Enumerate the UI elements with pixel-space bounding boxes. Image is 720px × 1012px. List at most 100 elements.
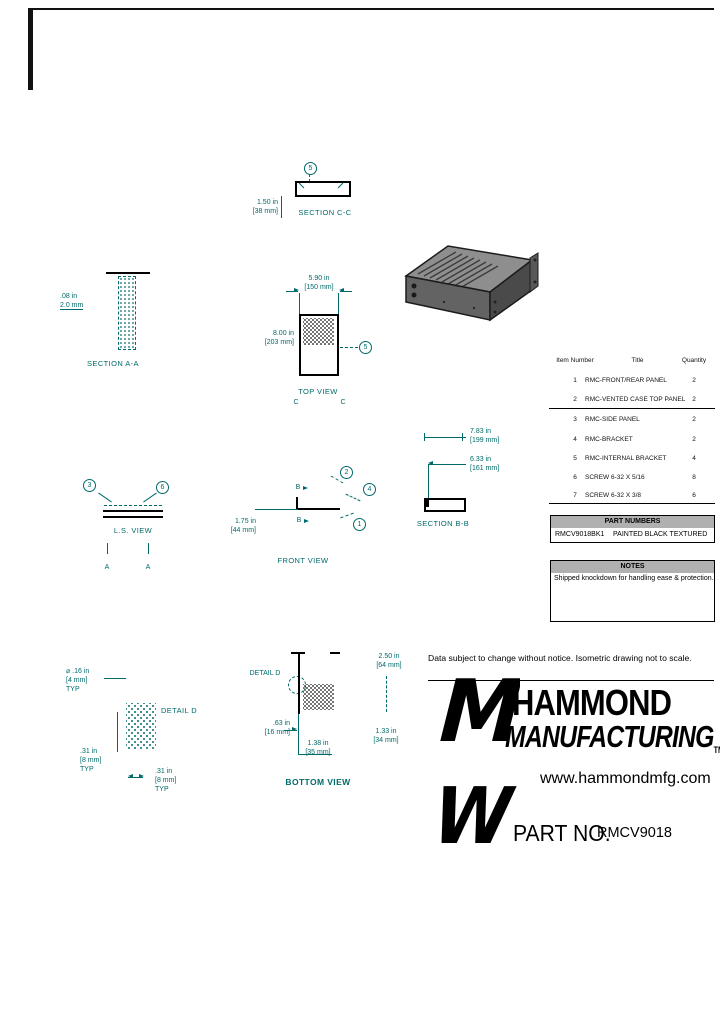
footer-divider (428, 680, 714, 681)
balloon-5: 5 (359, 341, 372, 354)
dim-detail-pitch-1: .31 in [8 mm] TYP (80, 748, 116, 774)
dim-detail-hole: ⌀ .16 in [4 mm] TYP (66, 668, 106, 694)
extension-line (298, 714, 299, 754)
table-row: 8 (692, 474, 696, 481)
table-row: RMC-INTERNAL BRACKET (585, 455, 667, 462)
table-row: RMC-FRONT/REAR PANEL (585, 377, 667, 384)
dim-bottom-offset: .63 in [16 mm] (254, 720, 290, 738)
sheet-left-border (28, 8, 33, 90)
dim-mm: [150 mm] (304, 283, 334, 291)
dim-inches: 1.75 in (234, 518, 256, 525)
arrow (128, 774, 133, 778)
part-numbers-header: PART NUMBERS (550, 515, 715, 529)
table-rule (549, 503, 715, 504)
front-view-part (298, 508, 340, 510)
dimension-line (286, 291, 298, 292)
dim-inches: 8.00 in (272, 330, 294, 337)
dim-bottom-width: 1.38 in [35 mm] (296, 740, 340, 758)
dim-section-bb-1: 7.83 in [199 mm] (470, 428, 514, 446)
balloon-5: 5 (304, 162, 317, 175)
dim-inches: .63 in (272, 720, 290, 727)
ls-view-part-top (103, 510, 163, 512)
part-numbers-row: RMCV9018BK1 PAINTED BLACK TEXTURED (550, 528, 715, 543)
dim-inches: .08 in (60, 293, 78, 300)
table-row: 4 (692, 455, 696, 462)
section-aa-part (118, 276, 136, 350)
front-view-label: FRONT VIEW (277, 556, 329, 565)
bottom-view-tick (330, 652, 340, 654)
cutting-plane-line (148, 543, 149, 554)
bottom-view-vents (303, 684, 334, 710)
detail-d-callout: DETAIL D (249, 670, 281, 677)
table-row: 4 (573, 436, 577, 443)
arrow (304, 519, 309, 523)
dim-mm: [203 mm] (264, 338, 294, 346)
top-view-label: TOP VIEW (298, 387, 338, 396)
top-view-vents (303, 318, 334, 345)
part-finish-value: PAINTED BLACK TEXTURED (613, 531, 708, 538)
col-header-item: Item Number (556, 357, 594, 364)
section-cc-part (295, 181, 351, 197)
dim-section-cc: 1.50 in [38 mm] (232, 199, 278, 217)
table-row: 5 (573, 455, 577, 462)
brand-name-bottom-text: MANUFACTURING (505, 719, 714, 754)
dim-inches: 6.33 in (470, 456, 492, 463)
extension-line (281, 196, 282, 218)
cut-letter-b-top: B (295, 484, 301, 491)
leader-line (98, 492, 112, 503)
dim-right: 1.33 in [34 mm] (364, 728, 408, 746)
section-bb-hatch (425, 499, 429, 507)
balloon-1: 1 (353, 518, 366, 531)
bottom-view-edge (298, 652, 300, 714)
dim-typ: TYP (155, 785, 169, 793)
cut-letter-c: C (293, 399, 299, 406)
extension-line (338, 293, 339, 314)
leader-line (143, 492, 157, 503)
table-rule (549, 408, 715, 409)
dim-detail-pitch-2: .31 in [8 mm] TYP (155, 768, 191, 794)
table-row: 1 (573, 377, 577, 384)
extension-tick (424, 433, 425, 441)
isometric-chassis-image (404, 245, 539, 322)
dim-top-view-depth: 8.00 in [203 mm] (250, 330, 294, 348)
dim-inches: 7.83 in (470, 428, 492, 435)
trademark-symbol: TM (713, 745, 720, 755)
dim-mm: [34 mm] (373, 736, 399, 744)
detail-d-hole-pattern (126, 703, 156, 749)
dimension-line (340, 291, 352, 292)
arrow (339, 288, 344, 292)
table-row: RMC-BRACKET (585, 436, 633, 443)
leader-line (309, 174, 310, 182)
cut-letter-a: A (104, 564, 110, 571)
leader-line (340, 512, 354, 519)
dim-top-view-width: 5.90 in [150 mm] (296, 275, 342, 293)
col-header-title: Title (631, 357, 644, 364)
section-aa-label: SECTION A-A (87, 359, 139, 368)
dimension-line (128, 777, 143, 778)
table-row: RMC-SIDE PANEL (585, 416, 640, 423)
dim-mm: [38 mm] (252, 207, 278, 215)
dim-mm: 2.0 mm (60, 301, 84, 310)
dimension-line (428, 464, 466, 465)
dim-diameter: ⌀ .16 in (66, 668, 90, 675)
table-row: 2 (692, 377, 696, 384)
table-row: 6 (692, 492, 696, 499)
balloon-6: 6 (156, 481, 169, 494)
dim-inches: 1.50 in (256, 199, 278, 206)
section-cc-label: SECTION C-C (298, 208, 352, 217)
ls-view-part-bottom (103, 516, 163, 518)
arrow (292, 727, 297, 731)
dim-section-bb-2: 6.33 in [161 mm] (470, 456, 514, 474)
extension-line (386, 676, 387, 712)
section-aa-top-edge (106, 272, 150, 274)
balloon-2: 2 (340, 466, 353, 479)
front-view-part-tick (296, 497, 298, 509)
bottom-view-tick (291, 652, 305, 654)
dim-inches: 1.33 in (375, 728, 397, 735)
notes-header: NOTES (550, 560, 715, 574)
brand-name-bottom: MANUFACTURINGTM (505, 719, 720, 755)
dim-top-right: 2.50 in [64 mm] (368, 653, 410, 671)
table-row: 7 (573, 492, 577, 499)
cut-letter-c: C (340, 399, 346, 406)
